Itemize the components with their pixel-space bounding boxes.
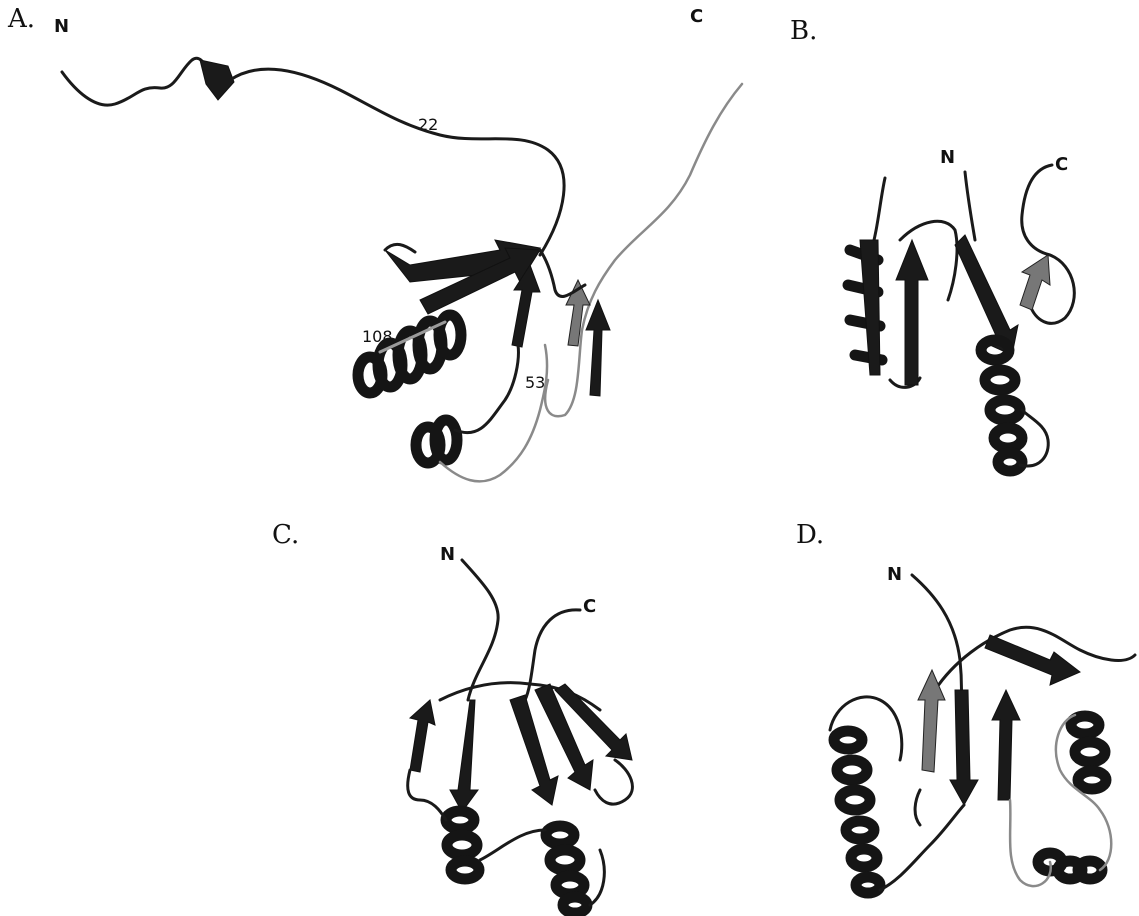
panel-b-strand-3	[1020, 255, 1050, 310]
panel-c-n-terminal-coil	[462, 560, 498, 700]
panel-c-n-terminus-label: N	[440, 544, 455, 565]
panel-c-left-helix	[446, 811, 479, 879]
panel-a-long-loop	[230, 69, 564, 255]
panel-c-right-loop	[595, 760, 632, 804]
panel-b-c-terminus-label: C	[1055, 154, 1068, 175]
panel-c-strand-1	[410, 700, 435, 772]
panel-d-left-helix	[830, 697, 902, 893]
panel-d-strand-2	[950, 690, 978, 805]
panel-b-strand-1	[896, 240, 928, 385]
panel-b-right-helix	[981, 340, 1022, 471]
panel-a-c-terminal-coil	[545, 84, 742, 416]
panel-d-bottom-loop	[880, 790, 964, 890]
panel-d-strand-3	[992, 690, 1020, 800]
panel-a-structure: N C 22 108 53	[54, 6, 742, 481]
panel-d-bottom-helix	[1038, 853, 1102, 879]
panel-d-right-helix	[1071, 716, 1106, 789]
panel-a-connecting-loop	[455, 345, 518, 433]
panel-b-structure: N C	[848, 147, 1074, 471]
panel-c-right-helix	[546, 826, 587, 913]
panel-c-structure: N C	[408, 544, 633, 913]
panel-b-left-helix	[848, 240, 882, 375]
panel-a-n-terminus-label: N	[54, 16, 69, 37]
panel-d-strand-1	[918, 670, 945, 772]
panel-b-n-terminus-label: N	[940, 147, 955, 168]
panel-c-strand-2	[450, 700, 478, 812]
panel-a-lower-helix	[416, 420, 457, 463]
panel-a-strand-5	[586, 300, 610, 396]
panel-d-n-terminus-label: N	[887, 564, 902, 585]
panel-a-c-terminus-label: C	[690, 6, 703, 27]
panel-a-residue-53-label: 53	[525, 373, 545, 392]
panel-a-n-terminal-coil	[62, 58, 208, 105]
panel-d-structure: N	[830, 564, 1135, 893]
panel-c-c-terminus-label: C	[583, 596, 596, 617]
panel-a-strand-3	[512, 265, 540, 347]
panel-b-n-terminal-coil	[965, 172, 975, 240]
